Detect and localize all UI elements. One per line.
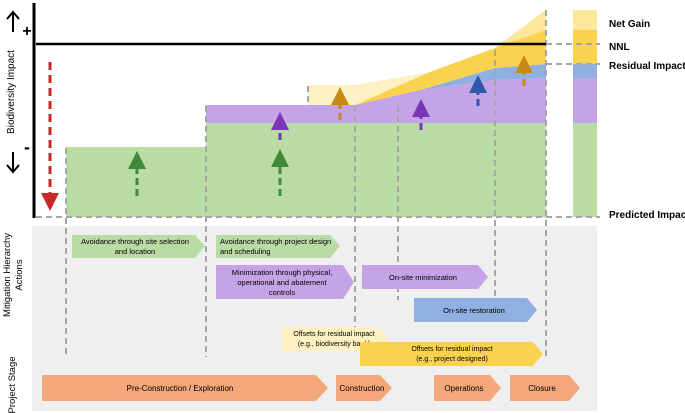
svg-text:and location: and location xyxy=(115,247,155,256)
svg-text:Offsets for residual impact: Offsets for residual impact xyxy=(293,331,374,338)
svg-text:controls: controls xyxy=(269,288,296,297)
offset-project-area xyxy=(355,10,546,105)
svg-text:Avoidance through project desi: Avoidance through project design xyxy=(220,237,331,246)
action-onsite-minimization: On-site minimization xyxy=(362,265,488,289)
net-gain-highlight xyxy=(495,10,546,48)
mitigation-arrows xyxy=(128,55,533,196)
minimization-area xyxy=(206,78,546,123)
action-offsets-project: Offsets for residual impact (e.g., proje… xyxy=(360,342,543,366)
avoidance-area-later xyxy=(206,123,546,217)
svg-text:On-site minimization: On-site minimization xyxy=(389,273,457,282)
nnl-label: NNL xyxy=(609,42,630,53)
action-onsite-restoration: On-site restoration xyxy=(414,298,537,322)
svg-text:Offsets for residual impact: Offsets for residual impact xyxy=(411,346,492,353)
svg-text:Minimization through physical,: Minimization through physical, xyxy=(232,268,332,277)
minus-sign: - xyxy=(24,137,30,157)
action-avoidance-site: Avoidance through site selection and loc… xyxy=(72,235,205,258)
minimization-area-right xyxy=(573,78,597,123)
avoidance-area-right xyxy=(573,123,597,217)
stage-side-label: Project Stage xyxy=(7,356,18,413)
stage-closure: Closure xyxy=(510,375,580,401)
stage-preconstruction: Pre-Construction / Exploration xyxy=(42,375,328,401)
down-arrow-icon xyxy=(6,152,20,174)
residual-impact-label: Residual Impact xyxy=(609,61,685,72)
svg-text:Pre-Construction / Exploration: Pre-Construction / Exploration xyxy=(127,384,234,393)
svg-text:Avoidance through site selecti: Avoidance through site selection xyxy=(81,237,189,246)
actions-side-label-line1: Mitigation Hierarchy xyxy=(2,233,13,317)
stage-operations: Operations xyxy=(434,375,501,401)
svg-text:Operations: Operations xyxy=(444,384,483,393)
restoration-area-right xyxy=(573,64,597,78)
svg-text:Closure: Closure xyxy=(528,384,556,393)
action-avoidance-design: Avoidance through project design and sch… xyxy=(216,235,340,258)
net-gain-right xyxy=(573,10,597,30)
svg-text:(e.g., biodiversity bank): (e.g., biodiversity bank) xyxy=(298,341,370,348)
net-gain-label: Net Gain xyxy=(609,19,650,30)
y-axis-label: Biodiversity Impact xyxy=(6,50,17,134)
predicted-impact-label: Predicted Impact xyxy=(609,210,685,221)
action-minimization-controls: Minimization through physical, operation… xyxy=(216,265,354,299)
stage-construction: Construction xyxy=(336,375,392,401)
up-arrow-icon xyxy=(6,10,20,32)
svg-text:operational and abatement: operational and abatement xyxy=(237,278,327,287)
svg-text:On-site restoration: On-site restoration xyxy=(443,306,505,315)
svg-text:and scheduling: and scheduling xyxy=(220,247,270,256)
actions-side-label-line2: Actions xyxy=(14,259,25,290)
svg-text:(e.g., project designed): (e.g., project designed) xyxy=(416,356,488,363)
svg-text:Construction: Construction xyxy=(340,384,385,393)
impact-areas xyxy=(66,10,597,217)
plus-sign: + xyxy=(22,23,31,40)
